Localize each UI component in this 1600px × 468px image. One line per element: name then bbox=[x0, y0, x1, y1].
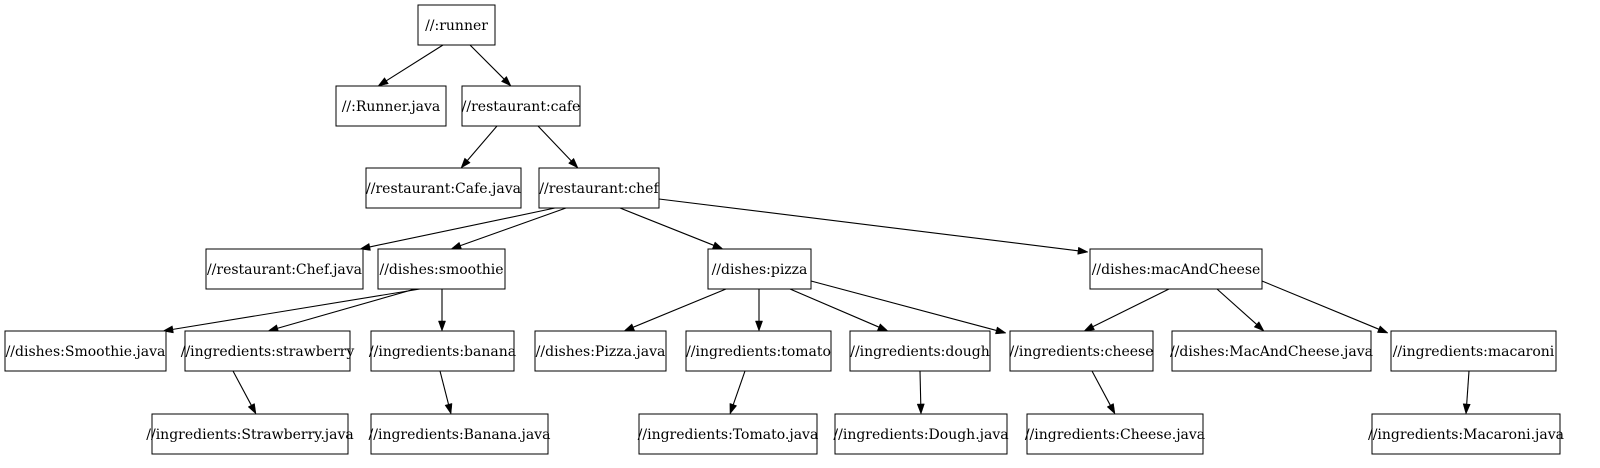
graph-node-ing_tomato[interactable]: //ingredients:tomato bbox=[685, 330, 832, 372]
graph-node-dishes_macandcheese[interactable]: //dishes:macAndCheese bbox=[1089, 248, 1263, 290]
graph-node-label: //ingredients:Dough.java bbox=[833, 427, 1008, 443]
graph-edge-dishes_smoothie-to-ing_strawberry bbox=[267, 288, 416, 332]
graph-edge-dishes_macandcheese-to-ing_macaroni bbox=[1261, 280, 1389, 334]
graph-node-ing_cheese_java[interactable]: //ingredients:Cheese.java bbox=[1025, 413, 1205, 455]
graph-node-label: //:Runner.java bbox=[342, 99, 441, 115]
graph-node-label: //dishes:macAndCheese bbox=[1092, 262, 1261, 278]
graph-node-label: //ingredients:banana bbox=[369, 344, 516, 360]
graph-edge-dishes_macandcheese-to-ing_cheese bbox=[1083, 288, 1170, 332]
graph-node-label: //ingredients:Macaroni.java bbox=[1368, 427, 1564, 443]
graph-node-ing_cheese[interactable]: //ingredients:cheese bbox=[1009, 330, 1154, 372]
graph-node-label: //dishes:MacAndCheese.java bbox=[1170, 344, 1373, 360]
graph-node-runner[interactable]: //:runner bbox=[417, 4, 496, 46]
graph-node-runner_java[interactable]: //:Runner.java bbox=[335, 85, 447, 127]
graph-edge-dishes_macandcheese-to-dishes_mac_java bbox=[1216, 288, 1265, 332]
graph-node-ing_dough[interactable]: //ingredients:dough bbox=[849, 330, 991, 372]
graph-node-label: //:runner bbox=[425, 18, 488, 34]
graph-node-label: //ingredients:macaroni bbox=[1393, 344, 1555, 360]
graph-node-dishes_pizza[interactable]: //dishes:pizza bbox=[707, 248, 812, 290]
graph-node-label: //restaurant:chef bbox=[539, 181, 660, 197]
graph-node-ing_macaroni_java[interactable]: //ingredients:Macaroni.java bbox=[1368, 413, 1564, 455]
graph-node-restaurant_cafe[interactable]: //restaurant:cafe bbox=[461, 85, 581, 127]
graph-edge-restaurant_chef-to-dishes_macandcheese bbox=[658, 198, 1089, 255]
graph-edge-dishes_pizza-to-ing_tomato bbox=[755, 289, 763, 332]
graph-node-ing_macaroni[interactable]: //ingredients:macaroni bbox=[1390, 330, 1557, 372]
graph-node-label: //restaurant:Cafe.java bbox=[366, 181, 521, 197]
graph-node-label: //ingredients:Banana.java bbox=[369, 427, 551, 443]
graph-node-ing_strawberry_java[interactable]: //ingredients:Strawberry.java bbox=[146, 413, 354, 455]
graph-node-label: //ingredients:dough bbox=[850, 344, 990, 360]
graph-node-label: //restaurant:Chef.java bbox=[207, 262, 362, 278]
graph-node-label: //restaurant:cafe bbox=[462, 99, 581, 115]
graph-node-label: //dishes:smoothie bbox=[380, 262, 504, 278]
graph-node-label: //dishes:pizza bbox=[712, 262, 808, 278]
graph-node-ing_dough_java[interactable]: //ingredients:Dough.java bbox=[833, 413, 1009, 455]
graph-edge-dishes_pizza-to-dishes_pizza_java bbox=[623, 288, 727, 332]
graph-node-ing_banana[interactable]: //ingredients:banana bbox=[369, 330, 516, 372]
edges-layer bbox=[162, 44, 1471, 415]
graph-node-label: //ingredients:Tomato.java bbox=[638, 427, 819, 443]
graph-node-restaurant_chef_java[interactable]: //restaurant:Chef.java bbox=[205, 248, 364, 290]
graph-node-ing_tomato_java[interactable]: //ingredients:Tomato.java bbox=[638, 413, 819, 455]
graph-edge-runner-to-runner_java bbox=[377, 44, 444, 87]
graph-node-label: //ingredients:tomato bbox=[686, 344, 831, 360]
graph-node-label: //ingredients:Strawberry.java bbox=[146, 427, 353, 443]
graph-edge-restaurant_chef-to-dishes_smoothie bbox=[450, 207, 567, 250]
graph-edge-ing_strawberry-to-ing_strawberry_java bbox=[232, 370, 257, 415]
graph-edge-dishes_pizza-to-ing_cheese bbox=[810, 280, 1007, 335]
graph-node-label: //dishes:Pizza.java bbox=[536, 344, 666, 360]
graph-edge-ing_dough-to-ing_dough_java bbox=[916, 370, 925, 415]
graph-node-label: //ingredients:cheese bbox=[1009, 344, 1153, 360]
graph-node-label: //ingredients:Cheese.java bbox=[1025, 427, 1205, 443]
graph-node-restaurant_chef[interactable]: //restaurant:chef bbox=[538, 167, 660, 209]
graph-edge-restaurant_cafe-to-restaurant_chef bbox=[537, 125, 579, 169]
graph-edge-dishes_pizza-to-ing_dough bbox=[789, 288, 889, 332]
graph-edge-runner-to-restaurant_cafe bbox=[469, 44, 512, 87]
graph-node-ing_banana_java[interactable]: //ingredients:Banana.java bbox=[369, 413, 551, 455]
graph-edge-ing_banana-to-ing_banana_java bbox=[439, 370, 453, 415]
graph-edge-ing_tomato-to-ing_tomato_java bbox=[729, 370, 746, 415]
graph-node-ing_strawberry[interactable]: //ingredients:strawberry bbox=[181, 330, 355, 372]
graph-edge-dishes_smoothie-to-ing_banana bbox=[438, 289, 446, 332]
graph-edge-restaurant_cafe-to-restaurant_cafe_java bbox=[460, 125, 498, 169]
graph-edge-ing_cheese-to-ing_cheese_java bbox=[1091, 370, 1116, 415]
graph-edge-dishes_smoothie-to-dishes_smoothie_java bbox=[162, 288, 421, 334]
graph-edge-restaurant_chef-to-dishes_pizza bbox=[619, 207, 724, 250]
graph-node-dishes_smoothie_java[interactable]: //dishes:Smoothie.java bbox=[4, 330, 167, 372]
graph-edge-ing_macaroni-to-ing_macaroni_java bbox=[1462, 370, 1471, 415]
graph-node-dishes_pizza_java[interactable]: //dishes:Pizza.java bbox=[534, 330, 667, 372]
graph-node-dishes_mac_java[interactable]: //dishes:MacAndCheese.java bbox=[1170, 330, 1373, 372]
graph-node-label: //ingredients:strawberry bbox=[181, 344, 355, 360]
graph-node-label: //dishes:Smoothie.java bbox=[6, 344, 166, 360]
graph-node-dishes_smoothie[interactable]: //dishes:smoothie bbox=[377, 248, 506, 290]
nodes-layer: //:runner //:Runner.java //restaurant:cafe… bbox=[4, 4, 1564, 455]
graph-node-restaurant_cafe_java[interactable]: //restaurant:Cafe.java bbox=[365, 167, 522, 209]
